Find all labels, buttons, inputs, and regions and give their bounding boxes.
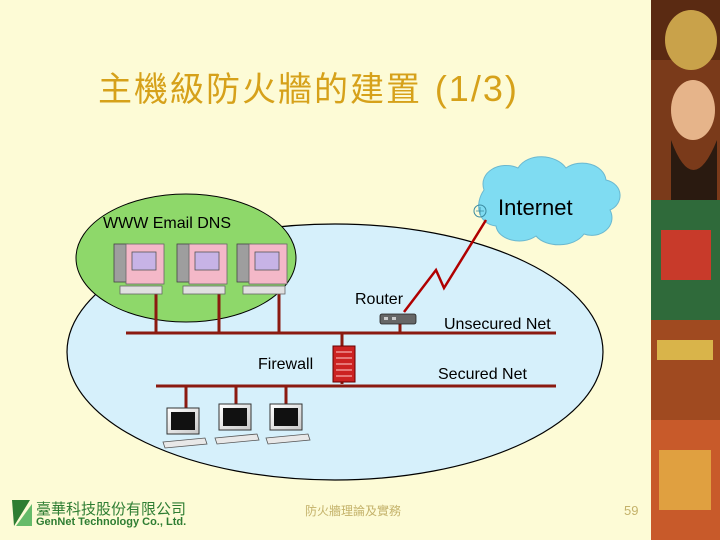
company-name-zh: 臺華科技股份有限公司	[36, 500, 187, 518]
firewall-label: Firewall	[258, 356, 314, 373]
secured-net-label: Secured Net	[438, 366, 527, 383]
page-number: 59	[624, 503, 639, 518]
company-name-en: GenNet Technology Co., Ltd.	[36, 516, 187, 528]
server-icon	[176, 243, 228, 295]
cloud-icon	[473, 156, 621, 246]
title-part: (1/3)	[434, 68, 519, 109]
firewall-icon	[332, 345, 356, 383]
company-logo-icon	[12, 500, 32, 526]
router-icon	[379, 313, 417, 325]
workstation-icon	[214, 403, 260, 445]
server-icon	[113, 243, 165, 295]
unsecured-net-label: Unsecured Net	[444, 316, 551, 333]
workstation-icon	[162, 407, 208, 449]
title-text: 主機級防火牆的建置	[98, 70, 422, 110]
footer-course-title: 防火牆理論及實務	[305, 504, 402, 518]
lightning-link-icon	[403, 219, 488, 313]
router-label: Router	[355, 291, 404, 308]
workstation-icon	[265, 403, 311, 445]
servers-label: WWW Email DNS	[103, 215, 231, 232]
decorative-figure-image	[651, 0, 720, 540]
internet-label: Internet	[498, 195, 573, 220]
page-title: 主機級防火牆的建置 (1/3)	[98, 62, 519, 111]
server-icon	[236, 243, 288, 295]
